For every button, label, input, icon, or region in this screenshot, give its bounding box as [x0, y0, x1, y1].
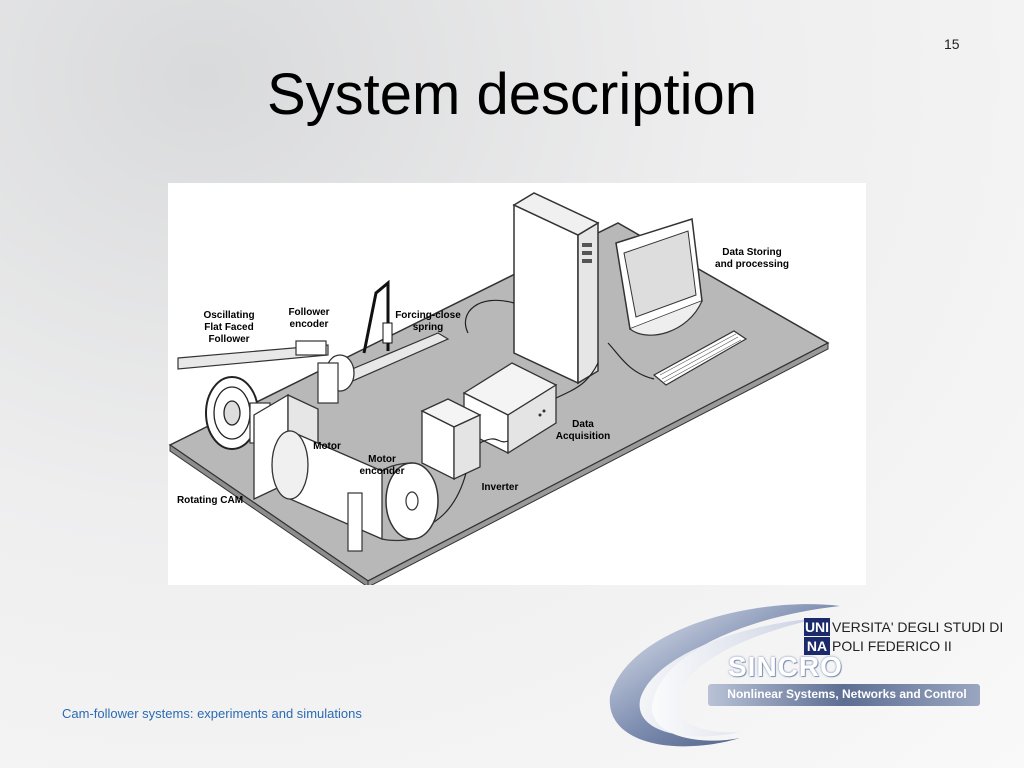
logo-subtitle-bar: [708, 684, 980, 706]
label-data-acquisition: Data Acquisition: [555, 419, 611, 442]
logo-university-line2: POLI FEDERICO II: [832, 638, 952, 654]
label-motor-encoder: Motor enconder: [359, 454, 405, 477]
label-oscillating-follower: Oscillating Flat Faced Follower: [203, 310, 255, 345]
label-forcing-close-spring: Forcing-close spring: [395, 310, 461, 333]
label-rotating-cam: Rotating CAM: [176, 495, 244, 506]
system-diagram: Oscillating Flat Faced Follower Follower…: [168, 183, 866, 585]
logo-uni-box: UNI: [804, 618, 830, 636]
logo-sincro: SINCRO: [728, 651, 843, 682]
label-motor: Motor: [313, 441, 341, 452]
slide-footer: Cam-follower systems: experiments and si…: [62, 706, 362, 721]
label-follower-encoder: Follower encoder: [288, 307, 330, 330]
logo-na-box: NA: [804, 637, 830, 655]
logo-subtitle: Nonlinear Systems, Networks and Control: [727, 687, 967, 701]
label-data-storing: Data Storing and processing: [715, 247, 789, 270]
system-diagram-drawing: [168, 192, 830, 585]
sincro-logo: UNI NA VERSITA' DEGLI STUDI DI POLI FEDE…: [600, 596, 1010, 756]
swoosh-graphic: [609, 604, 840, 747]
label-inverter: Inverter: [481, 482, 519, 493]
slide-number: 15: [944, 36, 960, 52]
logo-university-line1: VERSITA' DEGLI STUDI DI: [832, 619, 1004, 635]
slide-title: System description: [267, 62, 757, 127]
